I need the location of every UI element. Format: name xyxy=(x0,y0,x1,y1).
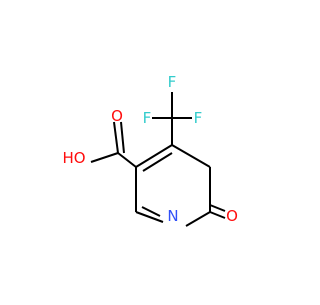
bond-cooh-o-a xyxy=(113,121,119,154)
bond-c3-cooh xyxy=(117,152,137,168)
atom-oh: HO xyxy=(62,149,85,167)
bond-c4-c5 xyxy=(171,144,211,168)
bond-c3-c4 xyxy=(135,144,173,168)
bond-lines xyxy=(90,92,226,227)
bond-c6-n1 xyxy=(185,211,211,227)
bond-c6-o-a xyxy=(209,211,226,219)
atom-n-ring: N xyxy=(167,207,178,225)
atom-o-ketone: O xyxy=(226,207,238,225)
molecule-diagram: F F F O HO N O xyxy=(62,73,238,227)
bond-n1-c2 xyxy=(135,211,164,223)
atom-labels: F F F O HO N O xyxy=(62,73,237,225)
bond-cooh-o-b xyxy=(120,121,125,154)
atom-o-carbonyl: O xyxy=(111,107,123,125)
atom-f-top: F xyxy=(168,73,177,91)
structure-canvas: F F F O HO N O xyxy=(62,73,238,227)
bond-c3-c4-inner xyxy=(142,152,173,172)
atom-f-right: F xyxy=(194,109,203,127)
bond-c6-o-b xyxy=(209,204,226,212)
atom-f-left: F xyxy=(143,109,152,127)
bond-n1-c2-inner xyxy=(141,206,161,217)
bond-cooh-oh xyxy=(90,152,119,163)
